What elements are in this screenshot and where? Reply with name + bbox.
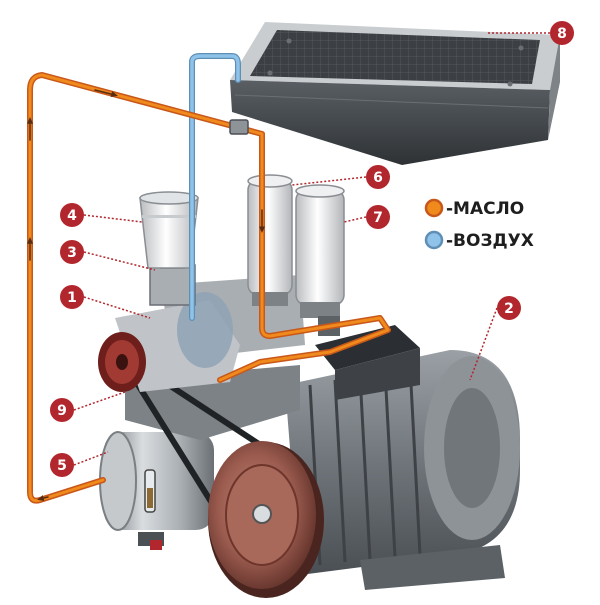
air-filter	[139, 191, 199, 269]
callout-5: 5	[50, 451, 109, 477]
callout-number: 9	[57, 403, 67, 419]
oil-swatch-icon	[424, 198, 444, 218]
callout-2: 2	[469, 296, 521, 381]
callout-leader-line	[73, 391, 126, 411]
callout-leader-line	[469, 307, 498, 381]
callout-number: 4	[67, 208, 77, 224]
callout-7: 7	[343, 205, 390, 229]
legend: -МАСЛО -ВОЗДУХ	[424, 198, 534, 251]
legend-label-air: -ВОЗДУХ	[446, 231, 534, 251]
callout-badge	[50, 453, 74, 477]
callout-leader-line	[83, 251, 156, 271]
callout-3: 3	[60, 240, 156, 271]
screw-block	[98, 292, 240, 392]
callout-number: 3	[67, 245, 77, 261]
callout-badge	[550, 21, 574, 45]
callout-leader-line	[343, 216, 367, 223]
callout-leader-line	[83, 214, 143, 223]
legend-label-oil: -МАСЛО	[446, 199, 524, 219]
legend-item-oil: -МАСЛО	[424, 198, 524, 219]
callout-1: 1	[60, 285, 151, 319]
oil-cooler	[230, 22, 560, 165]
oil-filter	[247, 174, 293, 306]
legend-item-air: -ВОЗДУХ	[424, 230, 534, 251]
electric-motor	[285, 325, 520, 590]
separator-tank	[99, 431, 214, 550]
motor-pulley	[208, 441, 324, 598]
callout-badge	[366, 205, 390, 229]
callout-number: 5	[57, 458, 67, 474]
callout-number: 8	[557, 26, 567, 42]
callout-badge	[50, 398, 74, 422]
callout-badge	[60, 203, 84, 227]
callout-leader-line	[291, 176, 367, 186]
callout-badge	[497, 296, 521, 320]
callout-number: 1	[67, 290, 77, 306]
callout-number: 2	[504, 301, 514, 317]
callout-badge	[60, 240, 84, 264]
callout-6: 6	[291, 165, 390, 189]
callout-number: 7	[373, 210, 383, 226]
callouts: 1 2 3 4 5 6 7 8 9	[50, 21, 574, 477]
air-swatch-icon	[424, 230, 444, 250]
oil-lines	[27, 72, 391, 504]
callout-4: 4	[60, 203, 143, 227]
callout-leader-line	[83, 296, 151, 319]
separator-filter	[295, 184, 345, 336]
callout-badge	[366, 165, 390, 189]
callout-8: 8	[488, 21, 574, 45]
callout-number: 6	[373, 170, 383, 186]
callout-badge	[60, 285, 84, 309]
air-line	[189, 53, 241, 321]
callout-9: 9	[50, 391, 126, 422]
cooler-fitting	[229, 119, 249, 135]
